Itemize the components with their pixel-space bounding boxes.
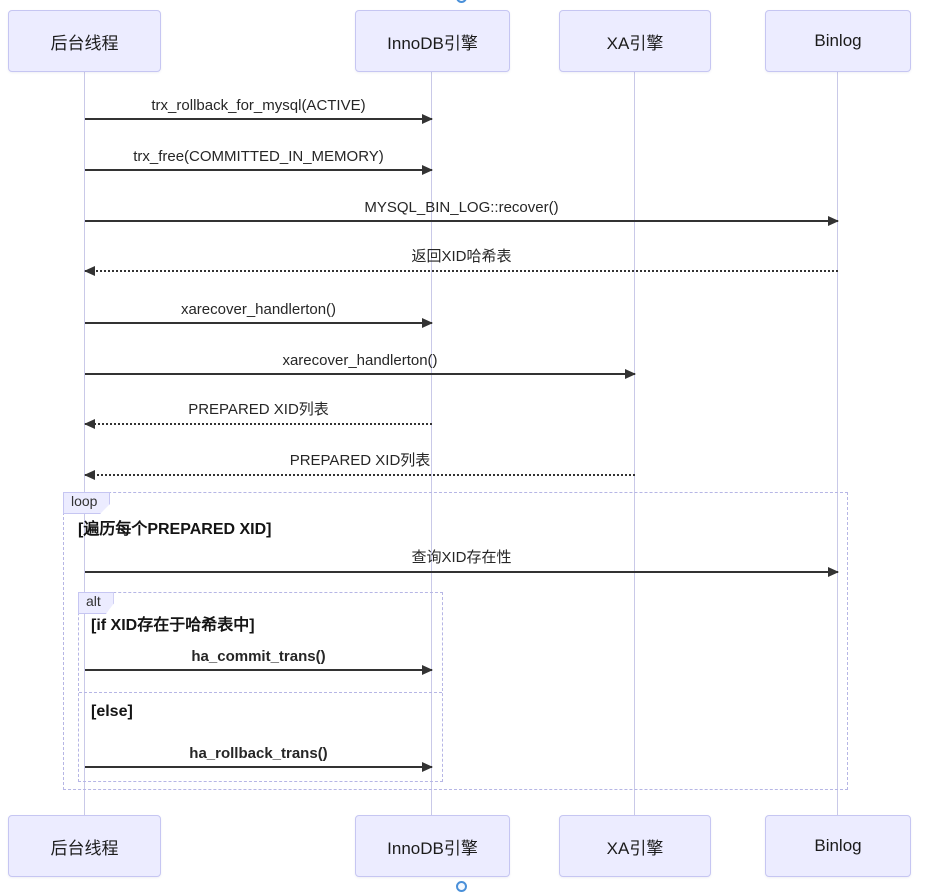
arrowhead-left-icon (84, 266, 95, 276)
participant-label: InnoDB引擎 (387, 33, 478, 53)
lifeline-background-thread (84, 72, 85, 815)
alt-if-condition: [if XID存在于哈希表中] (91, 617, 255, 634)
arrowhead-right-icon (828, 216, 839, 226)
arrowhead-right-icon (422, 665, 433, 675)
lifeline-xa-engine (634, 72, 635, 815)
resize-handle-bottom[interactable] (456, 881, 467, 892)
message-label: ha_commit_trans() (191, 648, 326, 665)
message-label: trx_rollback_for_mysql(ACTIVE) (151, 97, 366, 114)
message-label: PREPARED XID列表 (289, 452, 431, 469)
participant-xa-engine-top: XA引擎 (559, 10, 711, 72)
arrowhead-right-icon (422, 165, 433, 175)
message-label: xarecover_handlerton() (282, 352, 438, 369)
resize-handle-top[interactable] (456, 0, 467, 3)
arrow-line (85, 373, 635, 375)
message-xarecover-innodb: xarecover_handlerton() (85, 294, 433, 328)
message-label: ha_rollback_trans() (189, 745, 328, 762)
loop-condition: [遍历每个PREPARED XID] (78, 521, 272, 538)
arrowhead-right-icon (422, 318, 433, 328)
arrowhead-right-icon (422, 762, 433, 772)
participant-label: XA引擎 (606, 838, 664, 858)
participant-label: InnoDB引擎 (387, 838, 478, 858)
arrowhead-left-icon (84, 470, 95, 480)
arrow-line (85, 423, 432, 425)
message-binlog-recover: MYSQL_BIN_LOG::recover() (85, 192, 839, 226)
message-label: 查询XID存在性 (411, 549, 512, 566)
message-trx-free: trx_free(COMMITTED_IN_MEMORY) (85, 141, 433, 175)
arrow-line (85, 169, 432, 171)
arrowhead-right-icon (422, 114, 433, 124)
arrow-line (85, 571, 838, 573)
message-prepared-xid-list-xa: PREPARED XID列表 (84, 446, 635, 480)
alt-label-tab: alt (78, 592, 114, 614)
arrow-line (85, 118, 432, 120)
arrow-line (85, 270, 838, 272)
participant-innodb-engine-top: InnoDB引擎 (355, 10, 510, 72)
message-label: PREPARED XID列表 (188, 401, 329, 418)
participant-label: 后台线程 (50, 838, 119, 858)
participant-background-thread-top: 后台线程 (8, 10, 161, 72)
message-query-xid-existence: 查询XID存在性 (85, 543, 839, 577)
arrow-line (85, 669, 432, 671)
loop-label-tab: loop (63, 492, 111, 514)
arrow-line (85, 766, 432, 768)
alt-divider (79, 692, 442, 693)
message-return-xid-hashtable: 返回XID哈希表 (84, 242, 838, 276)
arrowhead-right-icon (625, 369, 636, 379)
message-label: 返回XID哈希表 (411, 248, 512, 265)
message-label: xarecover_handlerton() (180, 301, 337, 318)
participant-binlog-top: Binlog (765, 10, 911, 72)
participant-label: 后台线程 (50, 33, 119, 53)
message-ha-commit-trans: ha_commit_trans() (85, 641, 433, 675)
participant-innodb-engine-bottom: InnoDB引擎 (355, 815, 510, 877)
lifeline-binlog (837, 72, 838, 815)
arrow-line (85, 322, 432, 324)
participant-binlog-bottom: Binlog (765, 815, 911, 877)
arrow-line (85, 220, 838, 222)
loop-frame: loop [遍历每个PREPARED XID] (63, 492, 848, 790)
message-ha-rollback-trans: ha_rollback_trans() (85, 738, 433, 772)
message-label: trx_free(COMMITTED_IN_MEMORY) (133, 148, 384, 165)
arrowhead-left-icon (84, 419, 95, 429)
message-trx-rollback: trx_rollback_for_mysql(ACTIVE) (85, 90, 433, 124)
participant-label: XA引擎 (606, 33, 664, 53)
message-xarecover-xa: xarecover_handlerton() (85, 345, 636, 379)
arrowhead-right-icon (828, 567, 839, 577)
message-prepared-xid-list-innodb: PREPARED XID列表 (84, 395, 432, 429)
alt-frame: alt [if XID存在于哈希表中] [else] (78, 592, 443, 782)
participant-label: Binlog (814, 31, 862, 50)
alt-else-label: [else] (91, 703, 133, 720)
lifeline-innodb-engine (431, 72, 432, 815)
arrow-line (85, 474, 635, 476)
participant-label: Binlog (814, 836, 862, 855)
participant-xa-engine-bottom: XA引擎 (559, 815, 711, 877)
participant-background-thread-bottom: 后台线程 (8, 815, 161, 877)
message-label: MYSQL_BIN_LOG::recover() (364, 199, 559, 216)
